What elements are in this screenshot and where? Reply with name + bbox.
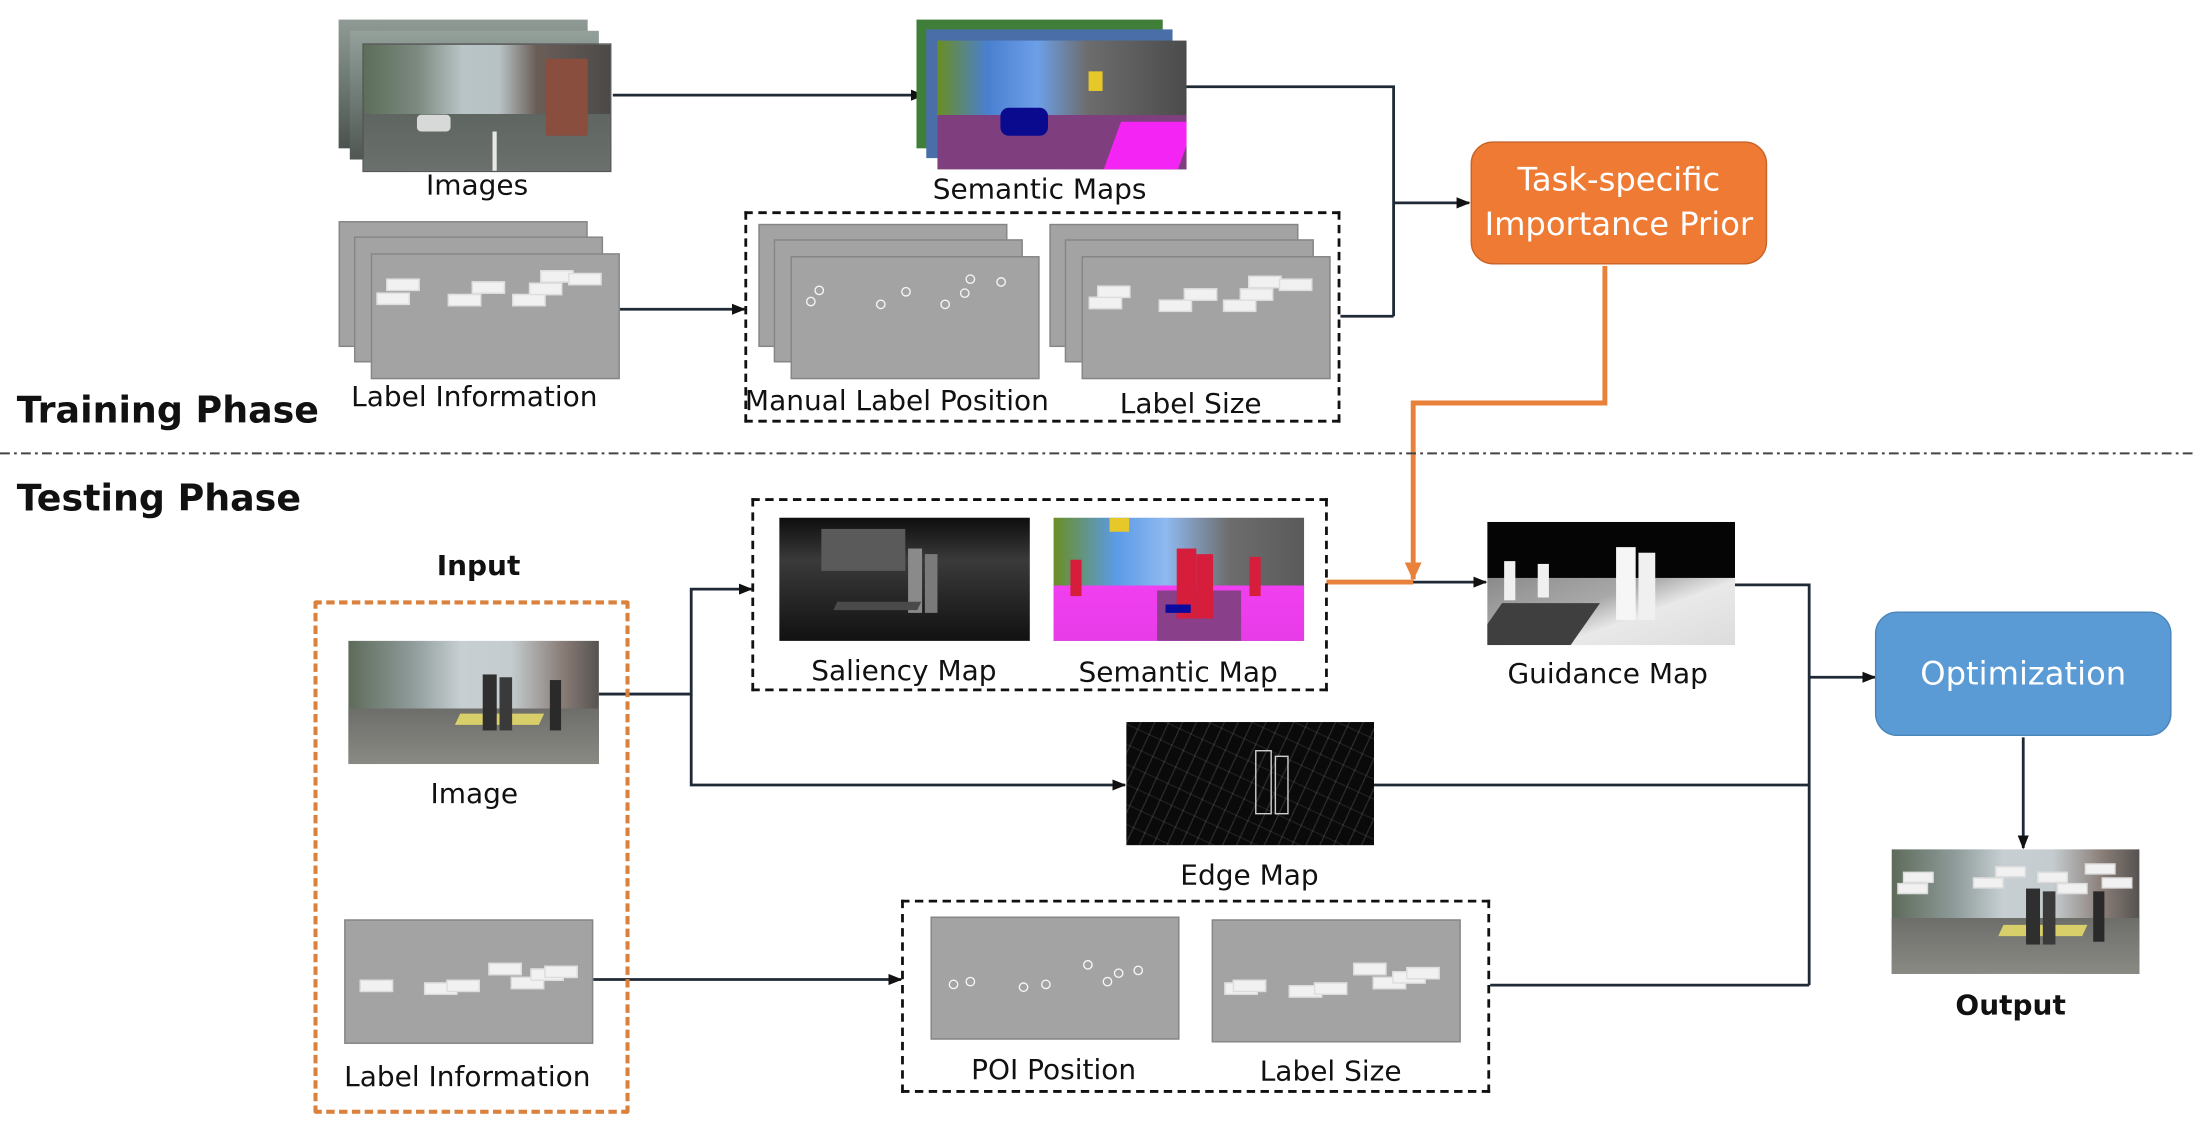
optimization-box: Optimization <box>1874 611 2172 737</box>
saliency-semantic-group <box>751 498 1328 692</box>
prior-box-line2: Importance Prior <box>1484 207 1754 244</box>
training-label-size-label: Label Size <box>1119 386 1262 420</box>
training-phase-title: Training Phase <box>16 390 319 433</box>
semantic-to-merge-line <box>1186 85 1396 317</box>
test-image <box>348 640 599 765</box>
testing-phase-title: Testing Phase <box>16 478 302 521</box>
edge-map-label: Edge Map <box>1180 857 1319 892</box>
training-label-information-label: Label Information <box>351 379 598 413</box>
semantic-maps-label: Semantic Maps <box>932 172 1147 206</box>
poi-position-label: POI Position <box>971 1052 1137 1086</box>
task-specific-importance-prior-box: Task-specific Importance Prior <box>1470 141 1768 265</box>
test-label-size-image <box>1211 919 1461 1043</box>
saliency-map-image <box>779 517 1030 641</box>
test-label-information-image <box>344 919 594 1044</box>
prior-box-line1: Task-specific <box>1517 162 1721 199</box>
test-label-size-label: Label Size <box>1259 1053 1402 1088</box>
semantic-map-image <box>1053 517 1305 641</box>
semantic-map-label: Semantic Map <box>1078 654 1278 689</box>
test-image-label: Image <box>430 776 519 811</box>
test-label-information-label: Label Information <box>344 1059 591 1093</box>
poi-labelsize-group <box>901 899 1491 1093</box>
image-to-saliency-arrow <box>598 583 753 696</box>
poi-position-image <box>930 916 1180 1040</box>
manual-label-position-label: Manual Label Position <box>744 383 1049 417</box>
saliency-map-label: Saliency Map <box>811 653 997 688</box>
output-label: Output <box>1955 987 2066 1022</box>
training-label-features-group <box>744 211 1341 423</box>
prior-to-guidance-arrow <box>1404 265 1608 581</box>
image-to-edge-arrow <box>689 694 1127 791</box>
guidance-map-image <box>1487 521 1736 646</box>
images-label: Images <box>426 167 529 202</box>
guidance-to-merge-line <box>1735 583 1811 986</box>
guidance-map-label: Guidance Map <box>1507 656 1708 690</box>
input-group <box>313 600 630 1114</box>
edge-map-image <box>1126 722 1375 846</box>
input-label: Input <box>436 548 521 583</box>
output-image <box>1891 849 2140 974</box>
